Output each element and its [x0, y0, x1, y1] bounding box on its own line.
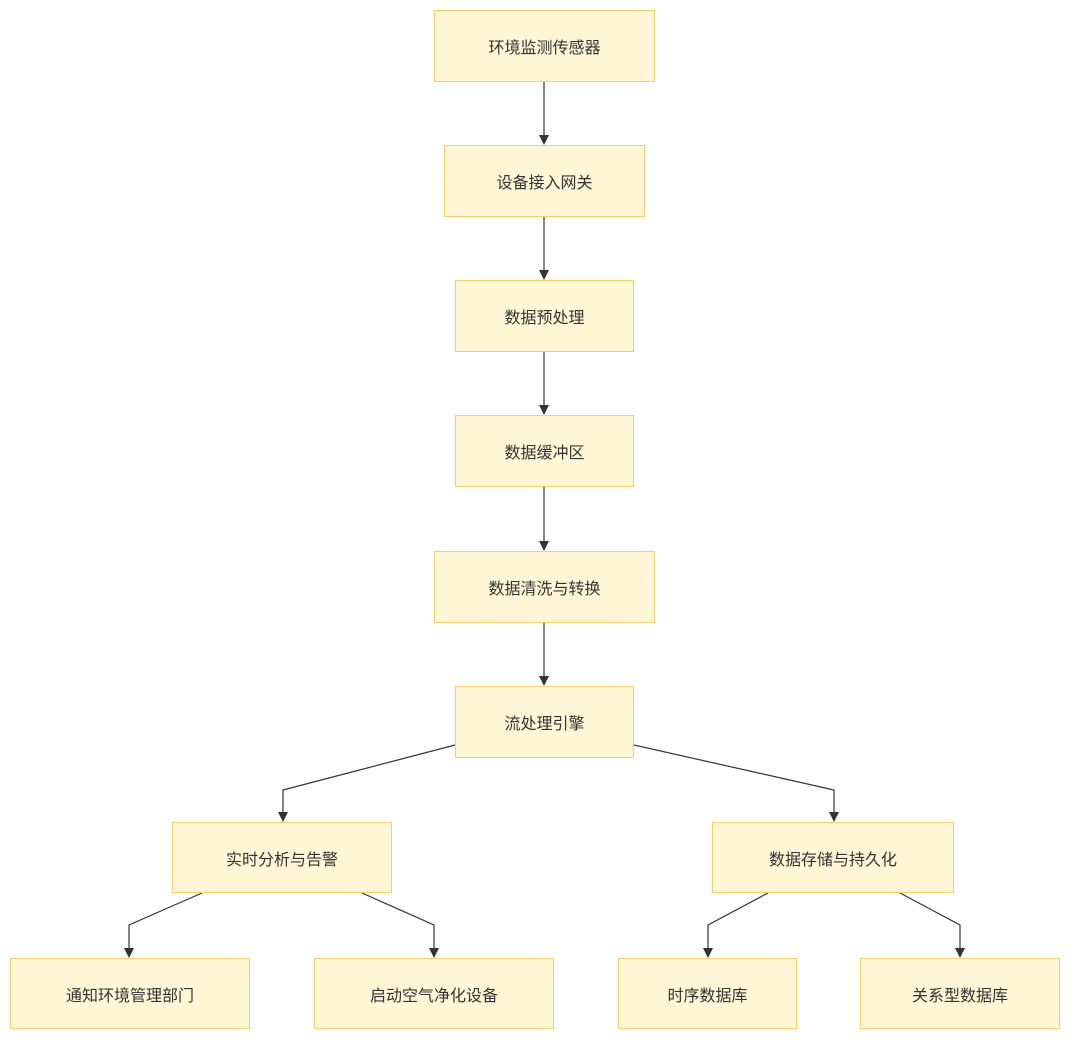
node-purifier: 启动空气净化设备 — [314, 958, 554, 1029]
node-tsdb: 时序数据库 — [618, 958, 797, 1029]
node-storage: 数据存储与持久化 — [712, 822, 954, 893]
node-buffer: 数据缓冲区 — [455, 415, 634, 487]
edge-stream-to-analysis — [278, 744, 456, 822]
node-clean: 数据清洗与转换 — [434, 551, 655, 623]
node-notify: 通知环境管理部门 — [10, 958, 250, 1029]
edge-analysis-to-purifier — [361, 892, 439, 958]
edge-storage-to-tsdb — [703, 892, 769, 958]
node-sensor: 环境监测传感器 — [434, 10, 655, 82]
node-preprocess: 数据预处理 — [455, 280, 634, 352]
node-rdb: 关系型数据库 — [860, 958, 1060, 1029]
edge-stream-to-storage — [633, 744, 839, 822]
edge-analysis-to-notify — [124, 892, 203, 958]
node-gateway: 设备接入网关 — [444, 145, 645, 217]
node-stream: 流处理引擎 — [455, 686, 634, 758]
node-analysis: 实时分析与告警 — [172, 822, 392, 893]
edge-storage-to-rdb — [899, 892, 965, 958]
